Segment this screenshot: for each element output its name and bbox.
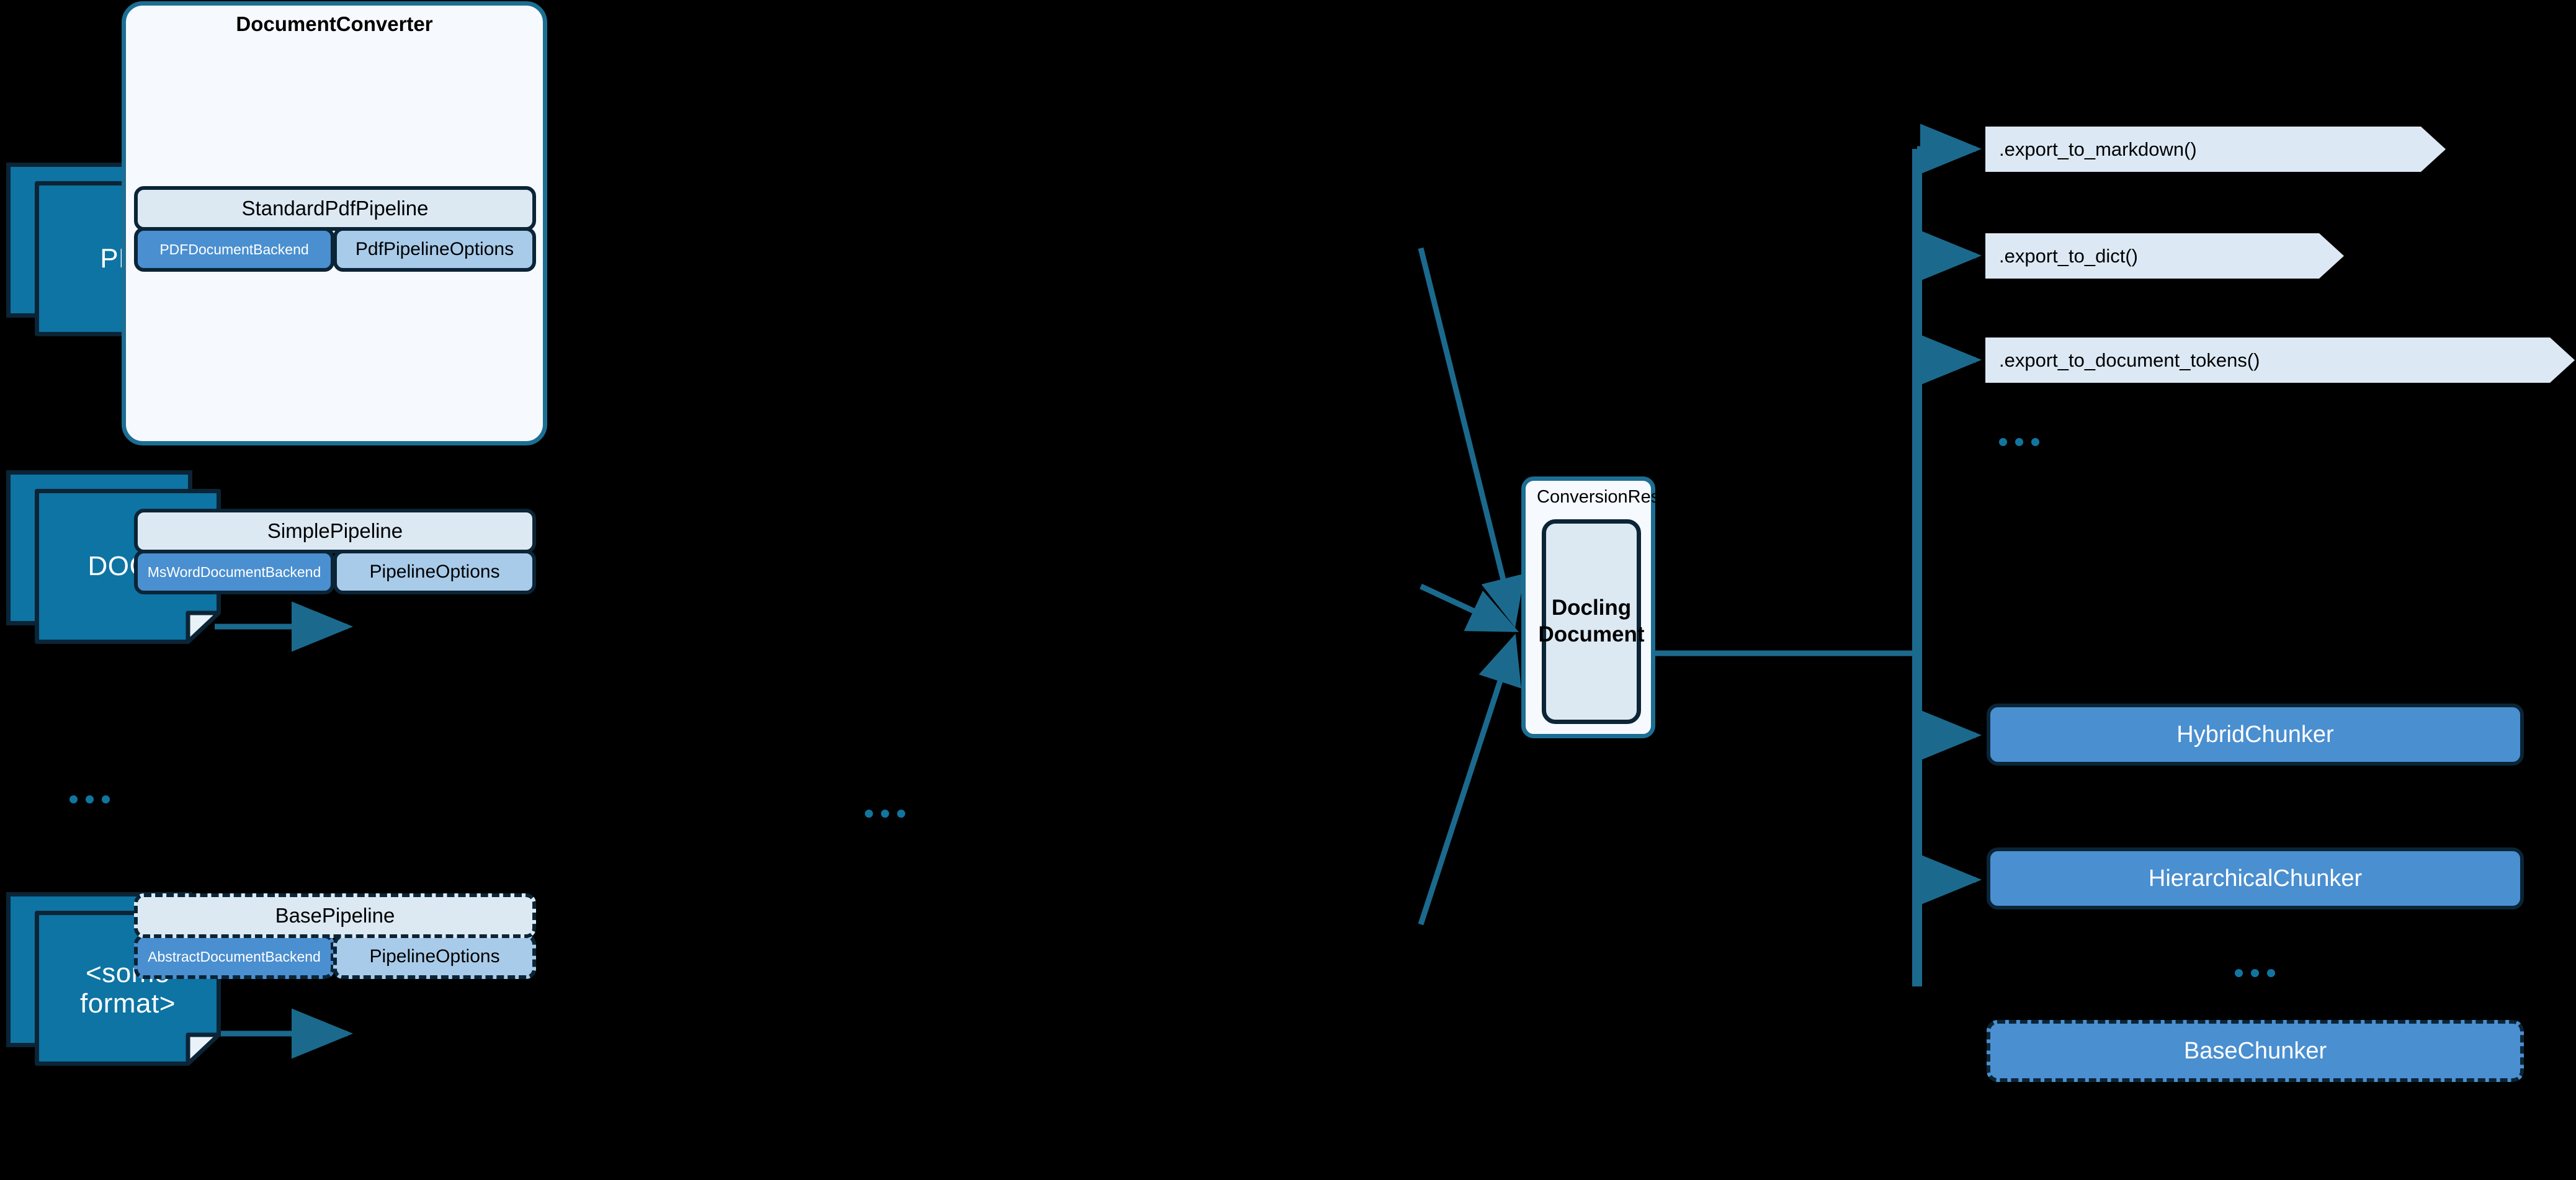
export-to-dict-banner[interactable]: .export_to_dict() [1985, 233, 2344, 279]
pipeline-group-base: BasePipeline AbstractDocumentBackend Pip… [134, 893, 536, 979]
pipeline-group-simple: SimplePipeline MsWordDocumentBackend Pip… [134, 509, 536, 594]
arrow-standardpdf-to-result [1418, 247, 1525, 628]
docling-document-box[interactable]: Docling Document [1538, 519, 1645, 724]
backend-msworddocumentbackend[interactable]: MsWordDocumentBackend [134, 550, 335, 594]
chunker-hierarchical[interactable]: HierarchicalChunker [1987, 847, 2524, 910]
options-pipelineoptions[interactable]: PipelineOptions [333, 550, 536, 594]
chunker-hybrid[interactable]: HybridChunker [1987, 704, 2524, 766]
pipeline-group-standardpdf: StandardPdfPipeline PDFDocumentBackend P… [134, 186, 536, 272]
exports-ellipsis [1999, 438, 2039, 446]
converter-ellipsis [865, 810, 905, 818]
options-pipelineoptions-base[interactable]: PipelineOptions [333, 934, 536, 979]
options-pdfpipelineoptions[interactable]: PdfPipelineOptions [333, 227, 536, 272]
backend-pdfdocumentbackend[interactable]: PDFDocumentBackend [134, 227, 335, 272]
page-title: DocumentConverter [236, 12, 433, 35]
pipeline-simplepipeline[interactable]: SimplePipeline [134, 509, 536, 553]
input-ellipsis [69, 795, 110, 803]
conversion-result-container: ConversionResult Docling Document [1521, 476, 1679, 738]
backend-abstractdocumentbackend[interactable]: AbstractDocumentBackend [134, 934, 335, 979]
export-to-document-tokens-banner[interactable]: .export_to_document_tokens() [1985, 337, 2575, 383]
export-to-markdown-banner[interactable]: .export_to_markdown() [1985, 127, 2446, 172]
arrow-simple-to-result [1420, 583, 1519, 633]
pipeline-standardpdfpipeline[interactable]: StandardPdfPipeline [134, 186, 536, 231]
chunker-base[interactable]: BaseChunker [1987, 1020, 2524, 1082]
conversion-result-label: ConversionResult [1537, 487, 1679, 507]
pipeline-basepipeline[interactable]: BasePipeline [134, 893, 536, 938]
chunkers-ellipsis [2235, 969, 2275, 977]
arrow-base-to-result [1418, 633, 1521, 926]
